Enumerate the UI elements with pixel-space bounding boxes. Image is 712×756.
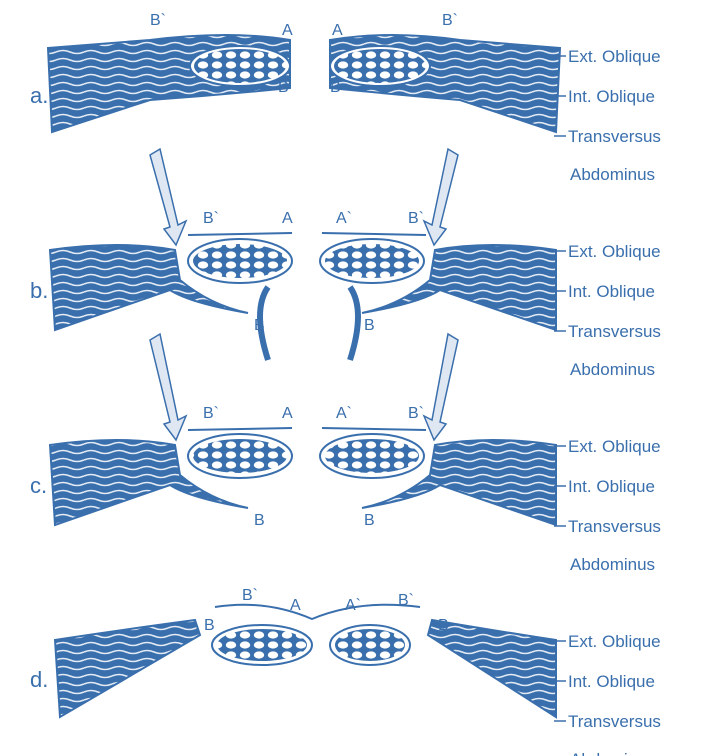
muscle-label: Ext. Oblique: [568, 242, 661, 261]
muscle-label: Abdominus: [570, 165, 655, 184]
left-muscle-layers: [55, 620, 200, 717]
point-label: B: [364, 512, 375, 529]
left-rectus-muscle: [217, 629, 307, 661]
right-rectus-muscle: [334, 49, 426, 83]
muscle-label: Abdominus: [570, 360, 655, 379]
muscle-label: Transversus: [568, 517, 661, 536]
muscle-label: Int. Oblique: [568, 87, 655, 106]
muscle-label: Transversus: [568, 322, 661, 341]
left-rectus-muscle: [193, 244, 287, 278]
point-label: B: [278, 79, 289, 96]
point-label: B: [204, 617, 215, 634]
right-muscle-layers: [428, 620, 556, 717]
right-rectus-muscle: [325, 244, 419, 278]
right-rectus-muscle: [335, 629, 405, 661]
point-label: B`: [398, 592, 414, 609]
point-label: A`: [336, 210, 352, 227]
sheath-closure: [215, 605, 420, 619]
muscle-label: Ext. Oblique: [568, 437, 661, 456]
muscle-label: Abdominus: [570, 555, 655, 574]
point-label: B`: [408, 210, 424, 227]
left-incision-arrow: [150, 334, 186, 440]
left-rectus-muscle: [194, 49, 286, 83]
point-label: A: [332, 22, 343, 39]
point-label: B`: [203, 405, 219, 422]
panel-label: c.: [30, 473, 47, 498]
muscle-label: Ext. Oblique: [568, 632, 661, 651]
point-label: B`: [203, 210, 219, 227]
point-label: B: [438, 617, 449, 634]
point-label: A: [282, 210, 293, 227]
point-label: B`: [408, 405, 424, 422]
point-label: A: [290, 597, 301, 614]
panel-label: a.: [30, 83, 48, 108]
point-label: B: [254, 317, 265, 334]
muscle-label: Int. Oblique: [568, 282, 655, 301]
right-incision-arrow: [424, 334, 458, 440]
right-reflection-arrow: [350, 287, 358, 360]
right-rectus-muscle: [325, 439, 419, 473]
muscle-label: Int. Oblique: [568, 672, 655, 691]
point-label: A`: [336, 405, 352, 422]
point-label: B`: [442, 12, 458, 29]
point-label: A: [282, 22, 293, 39]
left-incision-arrow: [150, 149, 186, 245]
point-label: B: [364, 317, 375, 334]
muscle-label: Transversus: [568, 712, 661, 731]
point-label: B: [330, 79, 341, 96]
panel-label: b.: [30, 278, 48, 303]
right-incision-arrow: [424, 149, 458, 245]
point-label: B`: [150, 12, 166, 29]
point-label: A`: [345, 597, 361, 614]
muscle-label: Transversus: [568, 127, 661, 146]
muscle-label: Ext. Oblique: [568, 47, 661, 66]
panel-label: d.: [30, 667, 48, 692]
point-label: A: [282, 405, 293, 422]
point-label: B`: [242, 587, 258, 604]
left-rectus-muscle: [193, 439, 287, 473]
muscle-label: Int. Oblique: [568, 477, 655, 496]
muscle-label: Abdominus: [570, 750, 655, 756]
point-label: B: [254, 512, 265, 529]
